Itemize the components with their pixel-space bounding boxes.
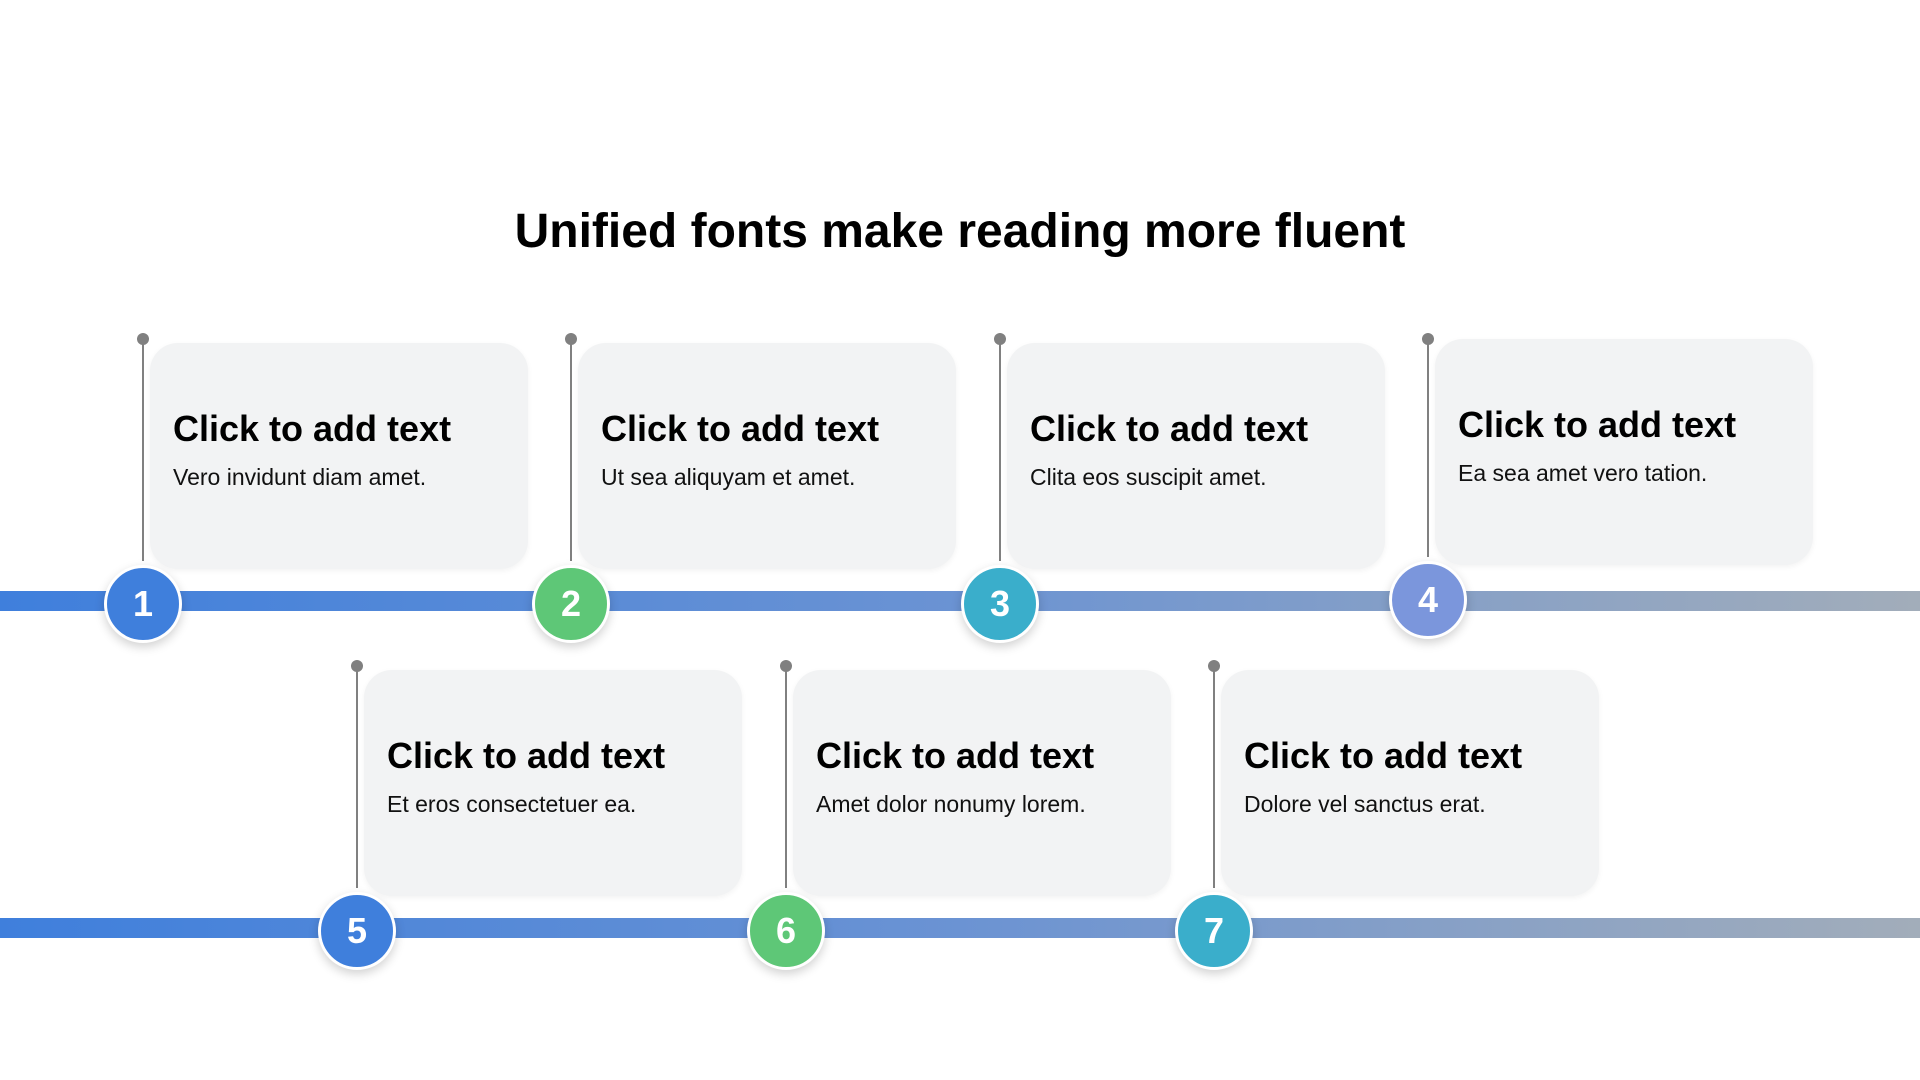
connector-stem: [785, 666, 787, 888]
step-card[interactable]: Click to add text Ut sea aliquyam et ame…: [578, 343, 956, 569]
step-card[interactable]: Click to add text Clita eos suscipit ame…: [1007, 343, 1385, 569]
connector-stem: [142, 339, 144, 561]
step-number-badge: 3: [961, 565, 1039, 643]
step-card[interactable]: Click to add text Amet dolor nonumy lore…: [793, 670, 1171, 896]
connector-stem: [1213, 666, 1215, 888]
step-description: Ea sea amet vero tation.: [1458, 460, 1708, 486]
step-title: Click to add text: [601, 408, 880, 449]
connector-dot: [137, 333, 149, 345]
step-number-badge: 4: [1389, 561, 1467, 639]
connector-dot: [1422, 333, 1434, 345]
connector-dot: [780, 660, 792, 672]
step-card[interactable]: Click to add text Et eros consectetuer e…: [364, 670, 742, 896]
step-description: Et eros consectetuer ea.: [387, 791, 637, 817]
step-card[interactable]: Click to add text Vero invidunt diam ame…: [150, 343, 528, 569]
connector-stem: [356, 666, 358, 888]
step-number-badge: 1: [104, 565, 182, 643]
step-description: Ut sea aliquyam et amet.: [601, 464, 856, 490]
connector-dot: [1208, 660, 1220, 672]
timeline-track-top: [0, 591, 1920, 611]
step-title: Click to add text: [1030, 408, 1309, 449]
connector-dot: [351, 660, 363, 672]
step-card[interactable]: Click to add text Ea sea amet vero tatio…: [1435, 339, 1813, 565]
connector-dot: [565, 333, 577, 345]
connector-stem: [999, 339, 1001, 561]
step-title: Click to add text: [816, 735, 1095, 776]
connector-stem: [570, 339, 572, 561]
step-number-badge: 5: [318, 892, 396, 970]
step-title: Click to add text: [1244, 735, 1523, 776]
step-number-badge: 6: [747, 892, 825, 970]
connector-dot: [994, 333, 1006, 345]
step-number-badge: 7: [1175, 892, 1253, 970]
step-description: Clita eos suscipit amet.: [1030, 464, 1267, 490]
step-card[interactable]: Click to add text Dolore vel sanctus era…: [1221, 670, 1599, 896]
step-title: Click to add text: [387, 735, 666, 776]
step-title: Click to add text: [173, 408, 452, 449]
timeline-track-bottom: [0, 918, 1920, 938]
step-title: Click to add text: [1458, 404, 1737, 445]
step-number-badge: 2: [532, 565, 610, 643]
connector-stem: [1427, 339, 1429, 557]
step-description: Amet dolor nonumy lorem.: [816, 791, 1086, 817]
step-description: Dolore vel sanctus erat.: [1244, 791, 1486, 817]
page-title: Unified fonts make reading more fluent: [514, 205, 1406, 258]
step-description: Vero invidunt diam amet.: [173, 464, 427, 490]
